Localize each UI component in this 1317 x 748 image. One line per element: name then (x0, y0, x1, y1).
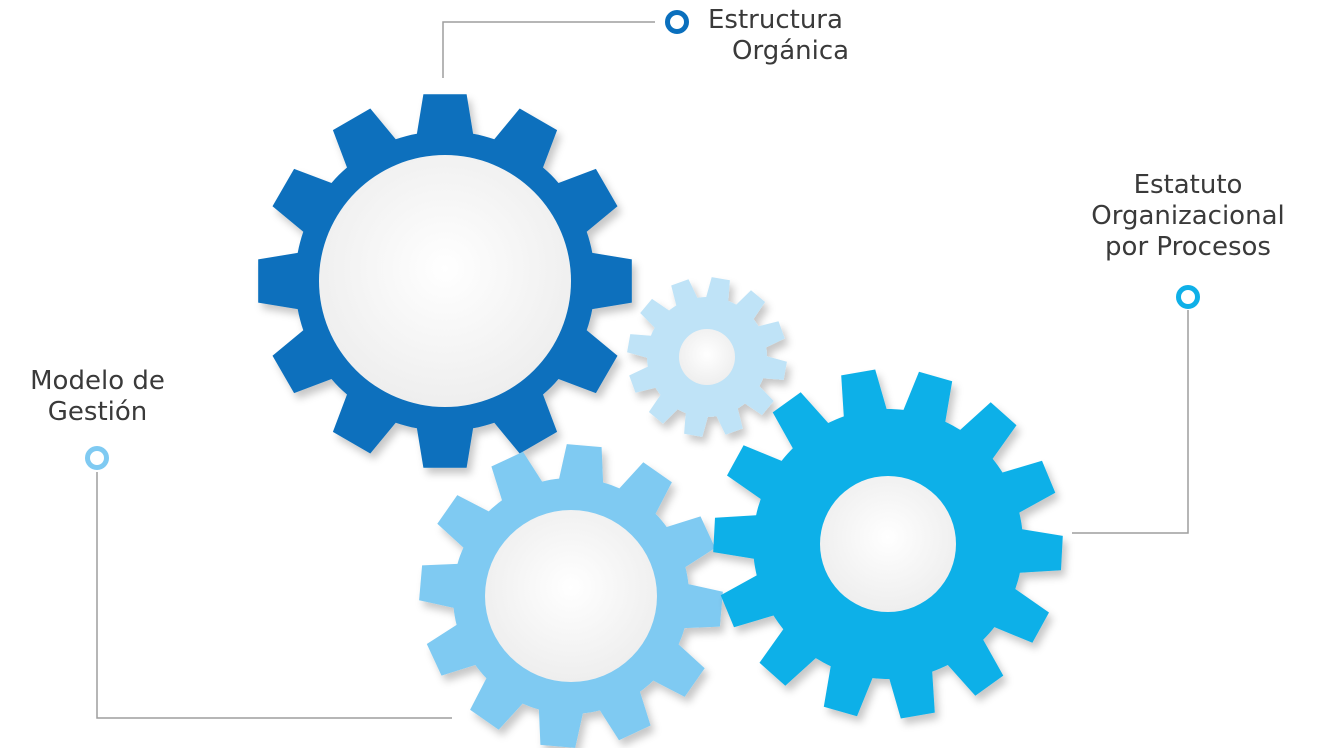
label-estatuto-line-3: por Procesos (1105, 232, 1271, 262)
label-estatuto-line-1: Estatuto (1133, 170, 1243, 200)
gear-light-blue-hole (485, 510, 657, 682)
label-estatuto-organizacional: Estatuto Organizacional por Procesos (1060, 170, 1316, 263)
gear-dark-blue-hole (319, 155, 571, 407)
connector-estatuto (1072, 310, 1189, 534)
gear-light-blue (419, 444, 723, 748)
gear-small-pale-hole (679, 329, 735, 385)
marker-estructura-icon (665, 10, 689, 34)
gear-cyan-hole (820, 476, 956, 612)
connector-lines (96, 21, 1189, 719)
marker-modelo-icon (85, 446, 109, 470)
label-estatuto-line-2: Organizacional (1091, 201, 1285, 231)
label-estructura-line-2: Orgánica (732, 36, 850, 66)
connector-estructura (442, 21, 655, 78)
label-modelo-line-2: Gestión (47, 397, 148, 427)
gear-small-pale (627, 277, 787, 437)
label-estructura-organica: Estructura Orgánica (708, 5, 849, 67)
marker-estatuto-icon (1176, 285, 1200, 309)
gear-dark-blue (258, 94, 632, 468)
gear-cyan (713, 369, 1063, 719)
label-modelo-line-1: Modelo de (30, 366, 165, 396)
connector-modelo (96, 472, 452, 719)
label-estructura-line-1: Estructura (708, 5, 843, 35)
label-modelo-de-gestion: Modelo de Gestión (10, 366, 185, 428)
